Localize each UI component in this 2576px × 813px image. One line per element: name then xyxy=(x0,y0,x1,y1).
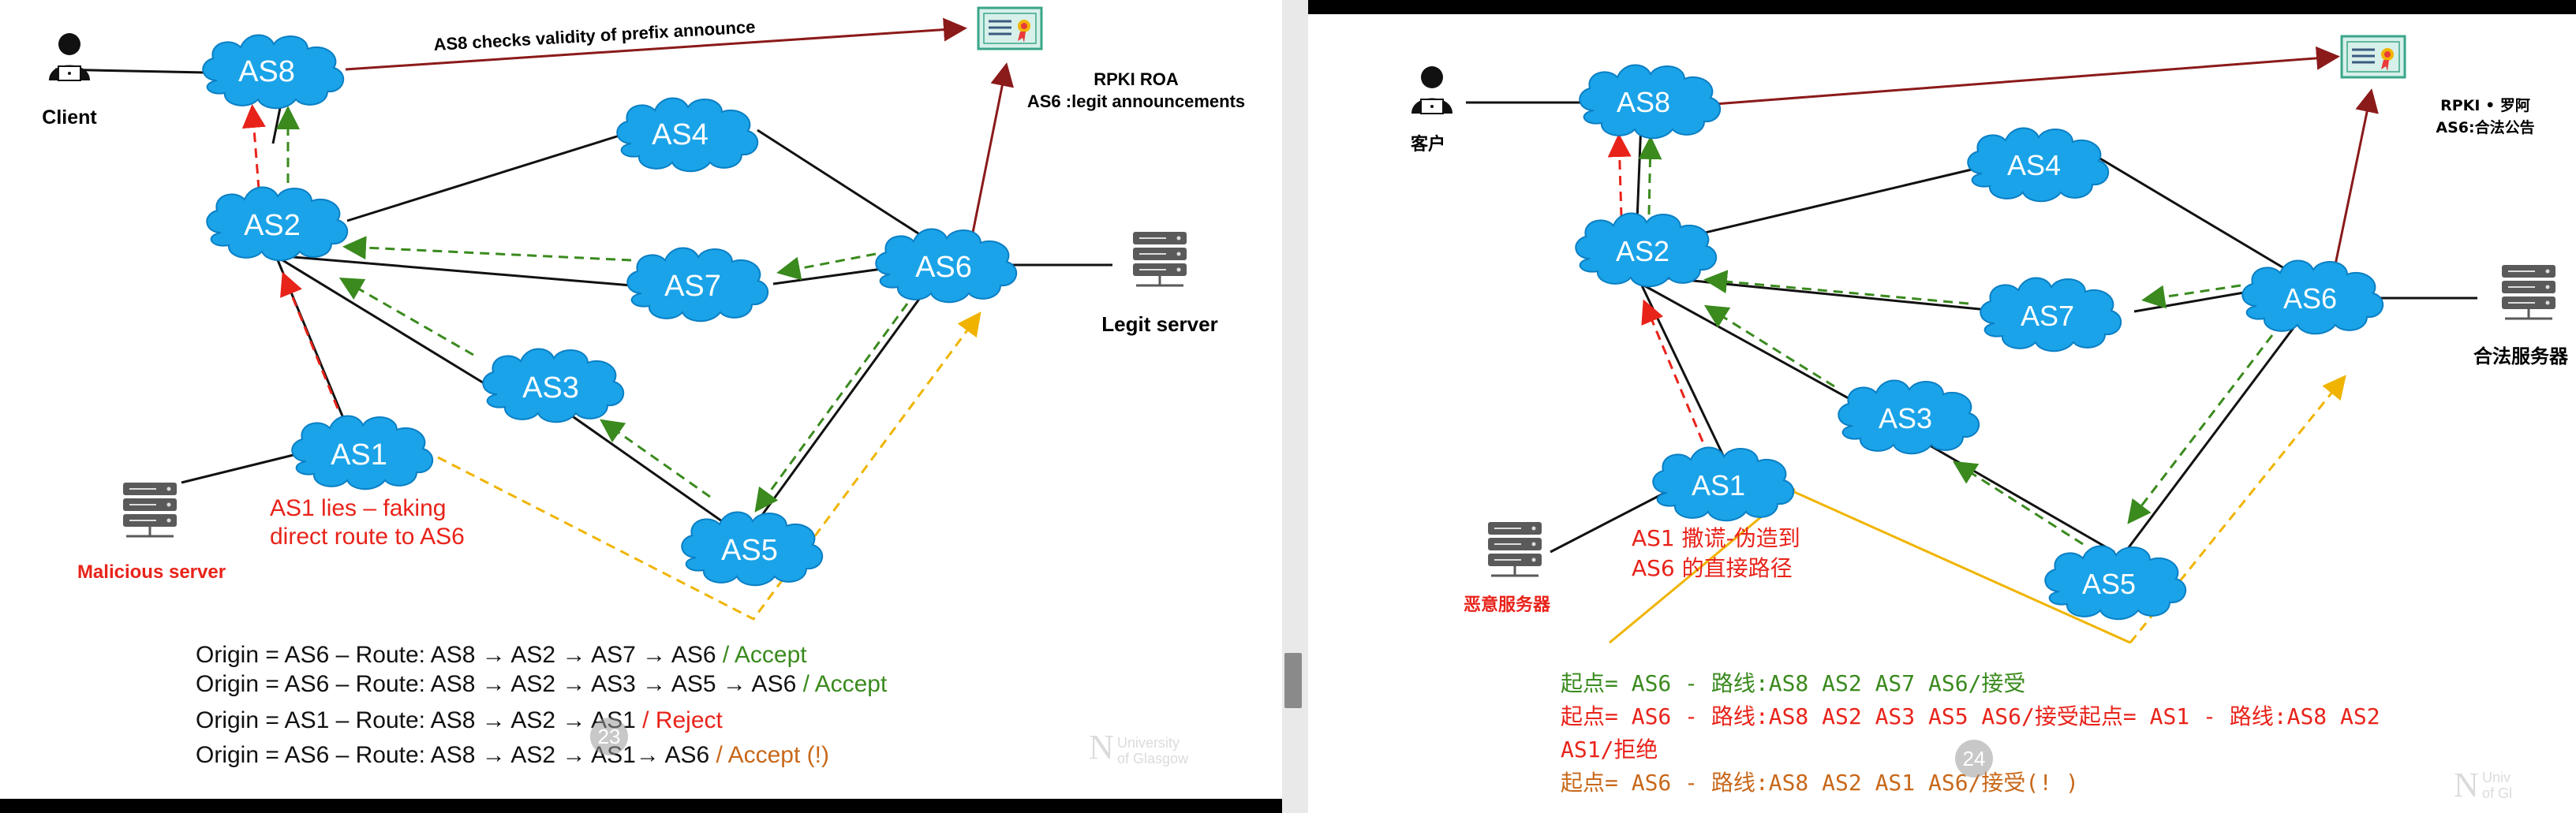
as2-label: AS2 xyxy=(244,209,301,242)
right-route-list: 起点= AS6 - 路线:AS8 AS2 AS7 AS6/接受 起点= AS6 … xyxy=(1561,670,2380,796)
left-route-2: Origin = AS6 – Route: AS8 → AS2 → AS3 → … xyxy=(196,671,888,697)
right-route-4: 起点= AS6 - 路线:AS8 AS2 AS1 AS6/接受(! ) xyxy=(1561,770,2079,796)
as5-label-right: AS5 xyxy=(2082,568,2136,600)
left-route-3: Origin = AS1 – Route: AS8 → AS2 → AS1 / … xyxy=(196,707,723,733)
left-route-list: Origin = AS6 – Route: AS8 → AS2 → AS7 → … xyxy=(196,642,888,768)
page-number-badge xyxy=(590,718,628,755)
roa-check-arrow-right xyxy=(1703,46,2340,106)
as2-label-right: AS2 xyxy=(1616,235,1669,267)
as7-label-right: AS7 xyxy=(2021,300,2074,332)
roa-subtitle-right: AS6:合法公告 xyxy=(2436,118,2534,136)
client-label-right: 客户 xyxy=(1411,134,1445,155)
as5-label: AS5 xyxy=(721,534,778,567)
malicious-server-label-right: 恶意服务器 xyxy=(1464,595,1551,615)
as3-label-right: AS3 xyxy=(1879,402,1932,434)
university-logo-mark: N xyxy=(1089,728,1114,766)
legit-server-icon xyxy=(1131,230,1188,287)
as1-label: AS1 xyxy=(331,438,387,472)
as1-label-right: AS1 xyxy=(1692,469,1745,502)
left-route-arrows xyxy=(241,104,981,621)
left-route-4: Origin = AS6 – Route: AS8 → AS2 → AS1→ A… xyxy=(196,742,829,768)
client-icon-right xyxy=(1411,65,1453,114)
as1-lie-line1-right: AS1 撒谎-伪造到 xyxy=(1632,525,1800,551)
as1-lie-line2: direct route to AS6 xyxy=(270,524,465,550)
as1-lie-line2-right: AS6 的直接路径 xyxy=(1632,555,1793,581)
page-number-right: 24 xyxy=(1963,747,1986,770)
certificate-icon-right xyxy=(2340,35,2406,79)
certificate-icon xyxy=(977,6,1043,50)
right-route-1: 起点= AS6 - 路线:AS8 AS2 AS7 AS6/接受 xyxy=(1561,670,2025,696)
as7-label: AS7 xyxy=(664,270,721,303)
university-line2: of Glasgow xyxy=(1117,751,1189,766)
roa-title-right: RPKI • 罗阿 xyxy=(2440,97,2530,114)
right-slide: 客户 AS8 AS4 AS2 AS7 AS6 AS3 AS1 AS5 RPKI … xyxy=(1411,35,2569,804)
bottom-border-bar xyxy=(0,799,1282,813)
right-route-2: 起点= AS6 - 路线:AS8 AS2 AS3 AS5 AS6/接受起点= A… xyxy=(1561,703,2380,729)
left-route-1: Origin = AS6 – Route: AS8 → AS2 → AS7 → … xyxy=(196,642,807,668)
as1-as5-yellow-line xyxy=(1790,489,2131,644)
page-number-badge-right xyxy=(1955,740,1993,778)
as3-label: AS3 xyxy=(522,371,579,405)
page-number: 23 xyxy=(598,725,621,748)
as4-label-right: AS4 xyxy=(2007,149,2061,181)
as8-label: AS8 xyxy=(238,55,295,88)
left-slide: Client AS8 AS4 AS2 AS7 AS6 AS3 AS1 AS5 A… xyxy=(42,6,1245,768)
university-logo-right: N Univ of Gl xyxy=(2454,766,2512,804)
roa-title: RPKI ROA xyxy=(1094,69,1179,89)
scrollbar-thumb[interactable] xyxy=(1284,653,1302,708)
malicious-server-label: Malicious server xyxy=(77,561,226,583)
malicious-server-icon xyxy=(122,481,178,538)
roa-check-arrow xyxy=(345,17,967,71)
right-route-3: AS1/拒绝 xyxy=(1561,737,1658,763)
top-border-bar xyxy=(1308,0,2576,14)
as6-label-right: AS6 xyxy=(2283,282,2337,315)
as6-label: AS6 xyxy=(915,251,972,284)
left-links xyxy=(54,68,1112,534)
university-line1: University xyxy=(1117,735,1180,751)
as6-roa-arrow-right xyxy=(2332,88,2379,273)
legit-server-label: Legit server xyxy=(1101,312,1217,336)
legit-server-icon-right xyxy=(2500,263,2557,320)
university-line2-right: of Gl xyxy=(2482,785,2512,801)
as6-roa-arrow xyxy=(970,62,1015,237)
legit-server-label-right: 合法服务器 xyxy=(2473,345,2569,367)
client-icon xyxy=(48,32,91,81)
malicious-server-icon-right xyxy=(1486,520,1543,577)
check-validity-label: AS8 checks validity of prefix announce xyxy=(433,17,756,54)
university-logo-mark-right: N xyxy=(2454,766,2479,804)
roa-subtitle: AS6 :legit announcements xyxy=(1027,91,1245,111)
university-line1-right: Univ xyxy=(2482,770,2511,785)
as8-label-right: AS8 xyxy=(1617,86,1670,118)
as4-label: AS4 xyxy=(652,118,708,151)
as1-lie-line1: AS1 lies – faking xyxy=(270,495,446,521)
client-label: Client xyxy=(42,106,97,129)
university-logo: N University of Glasgow xyxy=(1089,728,1189,766)
